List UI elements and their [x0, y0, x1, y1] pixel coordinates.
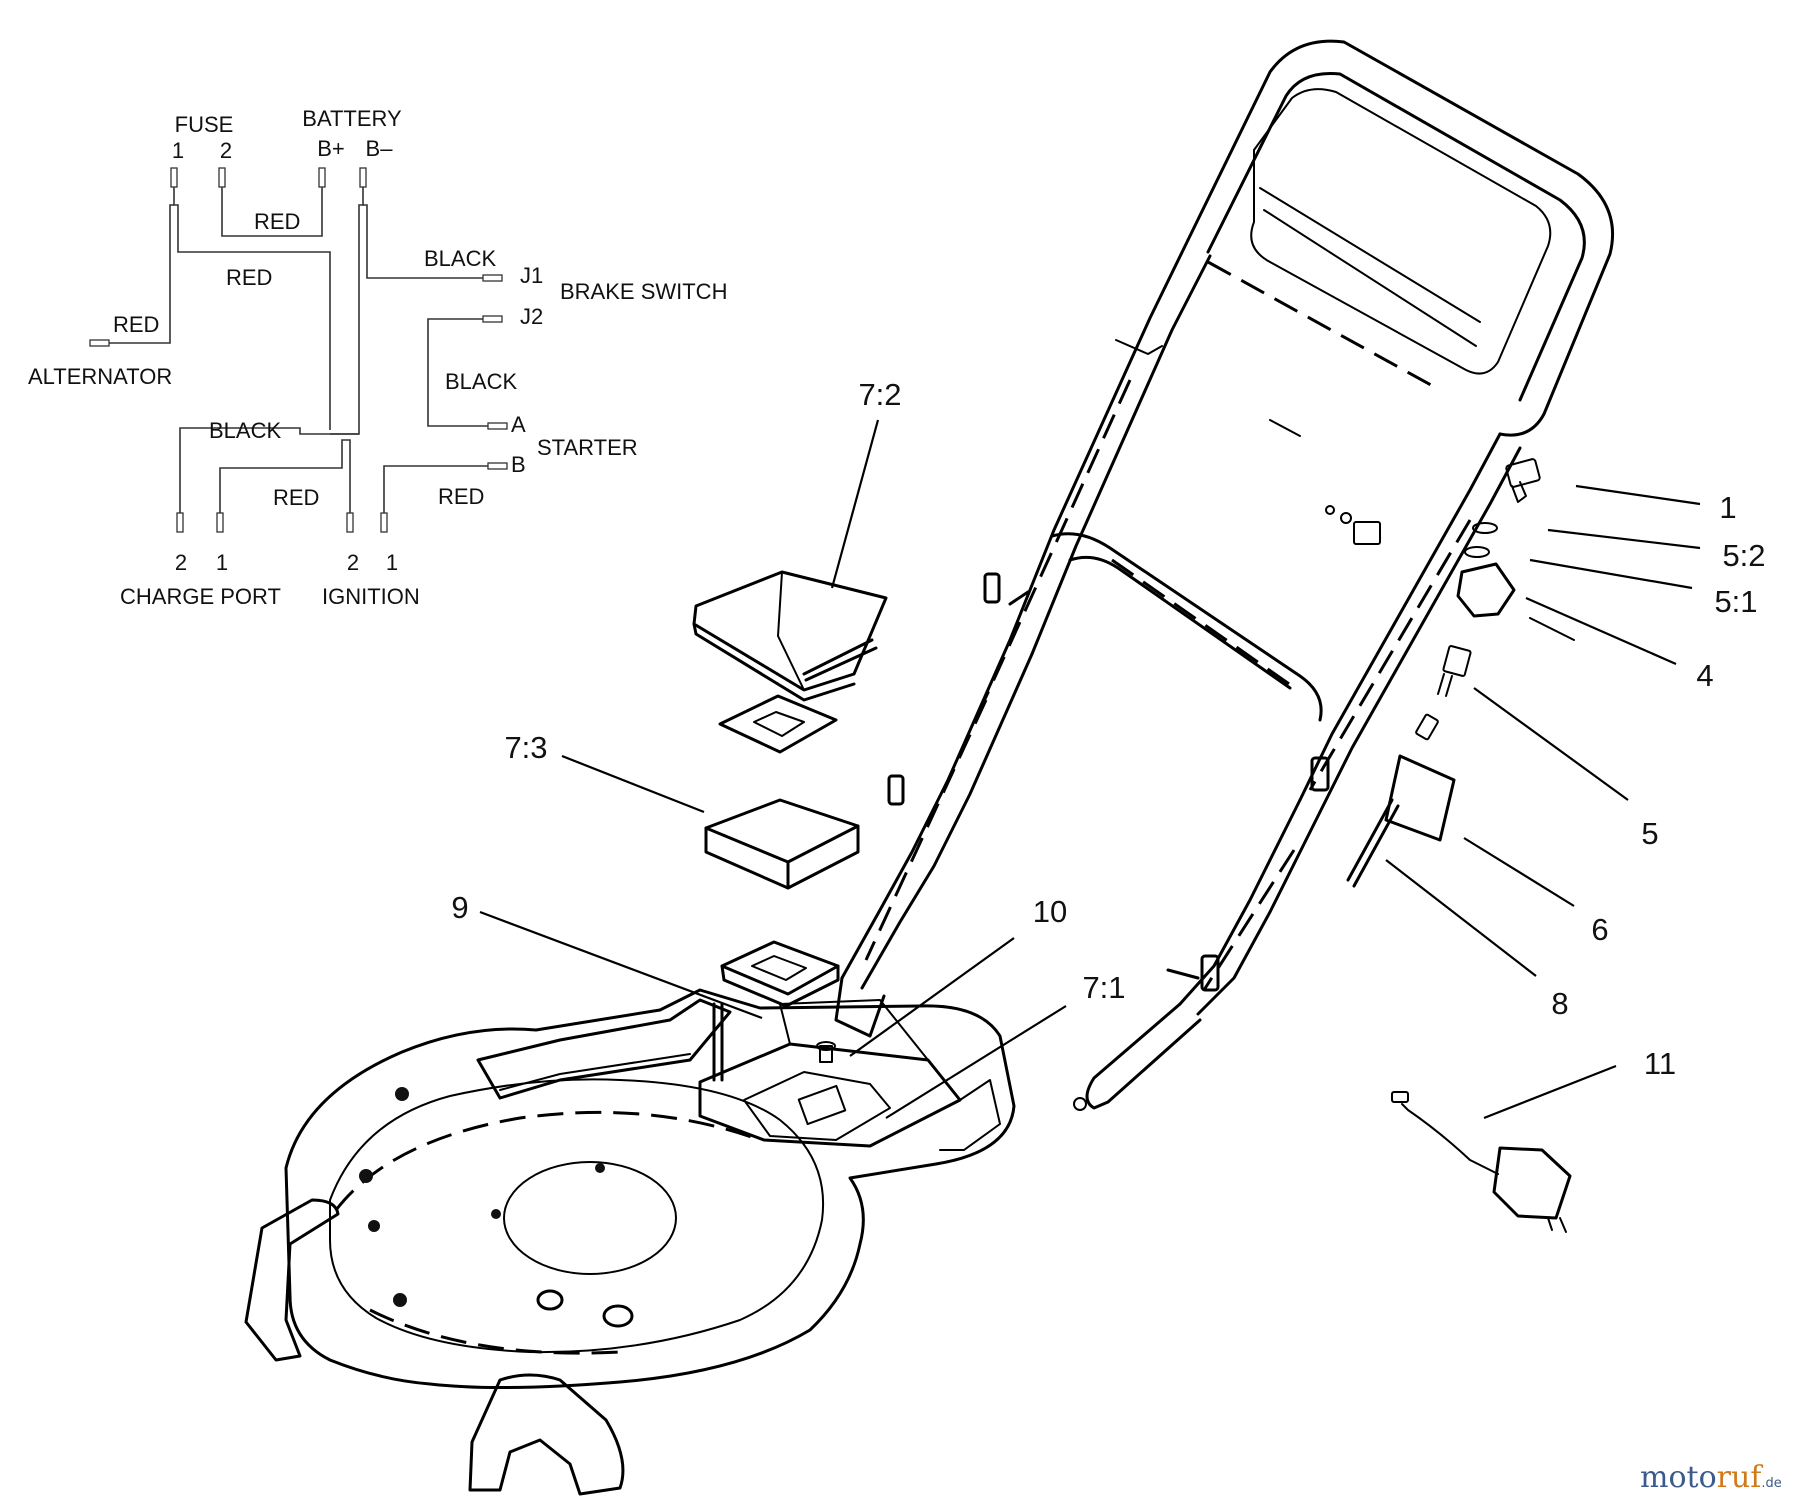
callout-10: 10 — [1033, 894, 1067, 929]
wire-color-label: BLACK — [209, 418, 281, 443]
j2-label: J2 — [520, 304, 543, 329]
battery-positive-label: B+ — [317, 136, 345, 161]
wire-color-label: RED — [226, 265, 272, 290]
wire-color-label: RED — [254, 209, 300, 234]
starter-a-label: A — [511, 412, 526, 437]
callout-11: 11 — [1644, 1046, 1676, 1081]
battery-negative-label: B– — [366, 136, 394, 161]
handle-assembly — [834, 39, 1615, 1111]
wiring-schematic: FUSE 1 2 BATTERY B+ B– RED RED RED ALTER… — [28, 106, 727, 609]
callout-7-2: 7:2 — [858, 377, 901, 412]
callout-1: 1 — [1719, 490, 1736, 525]
brake-switch-label: BRAKE SWITCH — [560, 279, 727, 304]
wire-color-label: RED — [113, 312, 159, 337]
alternator-label: ALTERNATOR — [28, 364, 172, 389]
ignition-key-parts — [1325, 458, 1575, 1233]
starter-label: STARTER — [537, 435, 638, 460]
j1-label: J1 — [520, 263, 543, 288]
wire-color-label: RED — [273, 485, 319, 510]
callout-9: 9 — [451, 890, 468, 925]
callout-5-1: 5:1 — [1714, 584, 1757, 619]
charge-port-pin-2-label: 2 — [175, 550, 187, 575]
wires — [109, 187, 488, 513]
svg-text:motoruf.de: motoruf.de — [1640, 1460, 1782, 1495]
callout-5: 5 — [1641, 816, 1658, 851]
battery-label: BATTERY — [302, 106, 402, 131]
callout-numbers: 1 5:2 5:1 4 5 6 8 11 7:2 7:3 9 10 7:1 — [451, 377, 1765, 1081]
leader-lines — [479, 419, 1701, 1120]
watermark-logo: motoruf.de — [1640, 1460, 1782, 1495]
fuse-pin-1-label: 1 — [172, 138, 184, 163]
ignition-pin-2-label: 2 — [347, 550, 359, 575]
battery-parts — [692, 570, 888, 1008]
callout-8: 8 — [1551, 986, 1568, 1021]
watermark-part-3: .de — [1761, 1476, 1781, 1491]
ignition-pin-1-label: 1 — [386, 550, 398, 575]
starter-b-label: B — [511, 452, 526, 477]
callout-6: 6 — [1591, 912, 1608, 947]
fuse-pin-2-label: 2 — [220, 138, 232, 163]
wire-color-label: BLACK — [424, 246, 496, 271]
watermark-part-1: moto — [1640, 1460, 1717, 1495]
ignition-label: IGNITION — [322, 584, 420, 609]
callout-5-2: 5:2 — [1722, 538, 1765, 573]
charge-port-label: CHARGE PORT — [120, 584, 281, 609]
wire-color-label: RED — [438, 484, 484, 509]
callout-7-1: 7:1 — [1082, 970, 1125, 1005]
watermark-part-2: ruf — [1717, 1460, 1764, 1495]
wire-color-label: BLACK — [445, 369, 517, 394]
callout-7-3: 7:3 — [504, 730, 547, 765]
fuse-label: FUSE — [175, 112, 234, 137]
mower-deck — [244, 988, 1016, 1496]
charge-port-pin-1-label: 1 — [216, 550, 228, 575]
callout-4: 4 — [1696, 658, 1713, 693]
